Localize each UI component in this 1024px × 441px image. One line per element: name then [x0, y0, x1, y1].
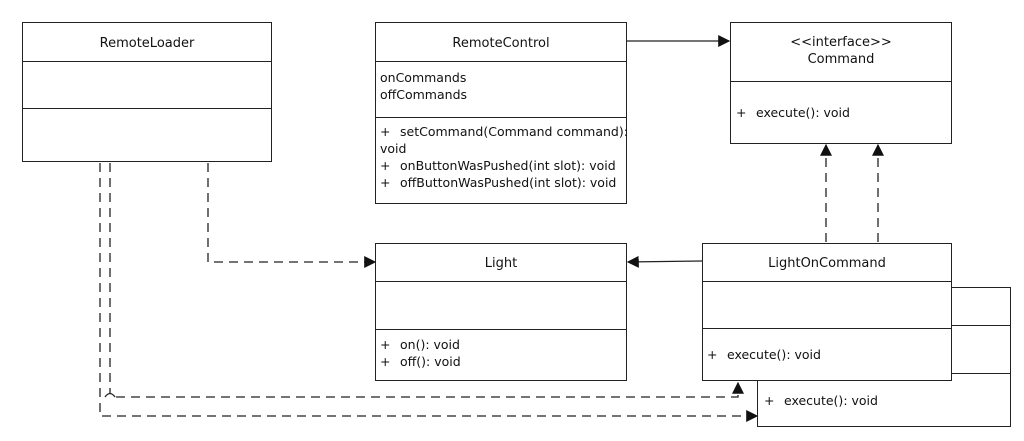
light-method: + off(): void [380, 354, 461, 369]
class-remoteloader[interactable]: RemoteLoader [22, 22, 272, 162]
lightoffcommand-method: + execute(): void [764, 393, 878, 408]
remotecontrol-method: + onButtonWasPushed(int slot): void [380, 158, 616, 173]
visibility-public: + [380, 337, 391, 352]
class-light[interactable]: Light + on(): void + off(): void [375, 243, 627, 381]
remoteloader-methods-section [23, 108, 271, 161]
lightoffcommand-method-text: execute(): void [784, 393, 878, 408]
lightoncommand-methods-section: + execute(): void [703, 328, 951, 380]
visibility-public: + [380, 175, 391, 190]
lightoncommand-method-text: execute(): void [727, 347, 821, 362]
command-stereotype: <<interface>> [790, 35, 892, 50]
remotecontrol-name-section: RemoteControl [376, 23, 626, 61]
light-name-section: Light [376, 244, 626, 281]
class-command[interactable]: <<interface>> Command + execute(): void [730, 22, 952, 144]
line-jump [104, 392, 116, 398]
light-method-text: on(): void [400, 337, 460, 352]
remotecontrol-method-text: offButtonWasPushed(int slot): void [400, 175, 617, 190]
remotecontrol-attributes-section: onCommands offCommands [376, 61, 626, 117]
visibility-public: + [707, 347, 718, 362]
class-remotecontrol[interactable]: RemoteControl onCommands offCommands + se… [375, 22, 628, 204]
remoteloader-attributes-section [23, 61, 271, 108]
command-name: Command [807, 52, 875, 67]
light-attributes-section [376, 281, 626, 329]
command-name-section: <<interface>> Command [731, 23, 951, 81]
visibility-public: + [764, 393, 775, 408]
command-methods-section [731, 81, 951, 104]
remotecontrol-method-text: setCommand(Command command): [400, 124, 628, 139]
remotecontrol-name: RemoteControl [452, 36, 550, 51]
remotecontrol-attribute: onCommands [380, 70, 467, 85]
visibility-public: + [380, 158, 391, 173]
class-lightoncommand[interactable]: LightOnCommand + execute(): void [702, 243, 952, 381]
remotecontrol-methods-section: + setCommand(Command command): void + onBu… [376, 117, 628, 203]
light-method: + on(): void [380, 337, 460, 352]
light-methods-section: + on(): void + off(): void [376, 329, 626, 380]
command-method-text: execute(): void [756, 105, 850, 120]
visibility-public: + [380, 124, 391, 139]
visibility-public: + [736, 105, 747, 120]
remotecontrol-attribute: offCommands [380, 87, 468, 102]
remotecontrol-method-continued: void [380, 141, 407, 156]
lightoncommand-name: LightOnCommand [768, 256, 886, 271]
remotecontrol-method: + offButtonWasPushed(int slot): void [380, 175, 616, 190]
light-name: Light [484, 256, 518, 271]
lightoncommand-method: + execute(): void [707, 347, 821, 362]
lightoncommand-attributes-section [703, 281, 951, 328]
command-method: + execute(): void [736, 105, 850, 120]
visibility-public: + [380, 354, 391, 369]
remotecontrol-method-text: onButtonWasPushed(int slot): void [400, 158, 616, 173]
remoteloader-name: RemoteLoader [99, 36, 195, 51]
light-method-text: off(): void [400, 354, 461, 369]
remotecontrol-method: + setCommand(Command command): [380, 124, 628, 139]
dependency-remoteloader-light [207, 163, 377, 268]
lightoncommand-name-section: LightOnCommand [703, 244, 951, 281]
association-lightoncommand-light [626, 255, 703, 268]
remoteloader-name-section: RemoteLoader [23, 23, 271, 61]
